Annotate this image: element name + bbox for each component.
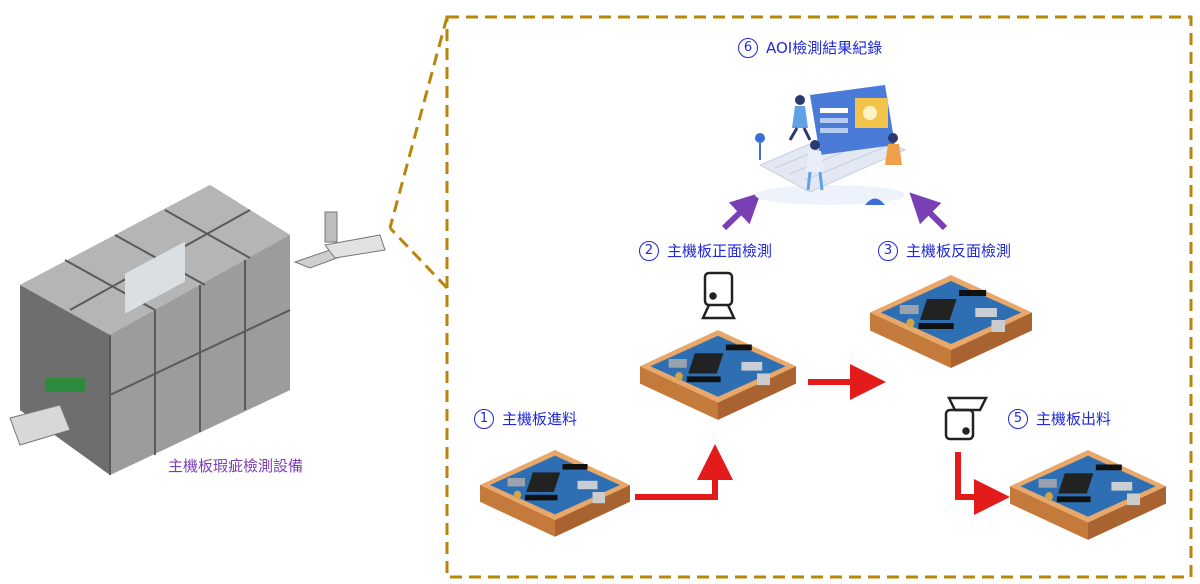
camera-bottom-icon	[944, 396, 989, 441]
result-arrows	[721, 192, 948, 231]
machine-caption: 主機板瑕疵檢測設備	[168, 457, 304, 475]
step-number-badge: 3	[878, 240, 898, 261]
step-label-back-inspection: 3 主機板反面檢測	[878, 240, 1011, 261]
board-step3	[870, 275, 1032, 368]
board-step2	[640, 330, 796, 420]
step-number-badge: 6	[738, 37, 758, 58]
step-label-aoi-record: 6 AOI檢測結果紀錄	[738, 37, 882, 58]
board-step1	[480, 450, 630, 537]
step-label-text: 主機板進料	[502, 410, 578, 428]
step-label-front-inspection: 2 主機板正面檢測	[639, 240, 772, 261]
step-number-badge: 5	[1008, 408, 1028, 429]
board-step5	[1010, 450, 1166, 540]
step-label-text: 主機板出料	[1036, 410, 1112, 428]
step-label-text: AOI檢測結果紀錄	[766, 39, 883, 57]
aoi-illustration-icon	[755, 85, 907, 205]
camera-top-icon	[701, 271, 736, 320]
step-label-text: 主機板正面檢測	[667, 242, 773, 260]
step-label-outgoing: 5 主機板出料	[1008, 408, 1111, 429]
inspection-machine	[9, 185, 386, 475]
step-label-incoming: 1 主機板進料	[474, 408, 577, 429]
step-label-text: 主機板反面檢測	[906, 242, 1012, 260]
step-number-badge: 2	[639, 240, 659, 261]
dashed-frame	[388, 15, 1193, 579]
flow-arrows	[635, 364, 1010, 515]
step-number-badge: 1	[474, 408, 494, 429]
